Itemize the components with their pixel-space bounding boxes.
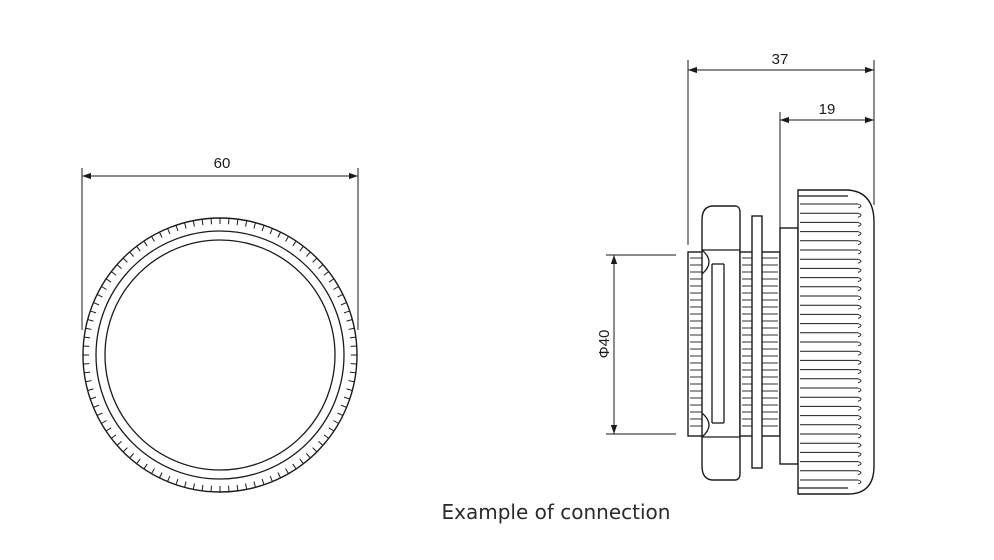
side-cap-length-label: 19 <box>819 101 836 118</box>
thread-diameter-label: Φ40 <box>596 330 613 359</box>
side-hex-nut <box>701 205 741 481</box>
front-width-dimension: 60 <box>81 155 359 330</box>
side-view <box>687 189 875 495</box>
side-washer <box>751 215 763 469</box>
thread-diameter-dimension: Φ40 <box>596 254 676 435</box>
side-middle-threads <box>742 257 778 427</box>
side-total-length-label: 37 <box>772 51 789 68</box>
side-cap-ridges <box>800 203 862 485</box>
front-view <box>82 217 358 493</box>
front-width-label: 60 <box>214 155 231 172</box>
front-inner-ring <box>95 230 345 480</box>
side-collar <box>779 227 799 465</box>
front-face <box>104 239 336 471</box>
front-knurl-ticks <box>83 218 357 492</box>
side-total-length-dimension: 37 <box>687 51 875 245</box>
side-cap-length-dimension: 19 <box>779 101 874 228</box>
caption: Example of connection <box>442 500 671 524</box>
